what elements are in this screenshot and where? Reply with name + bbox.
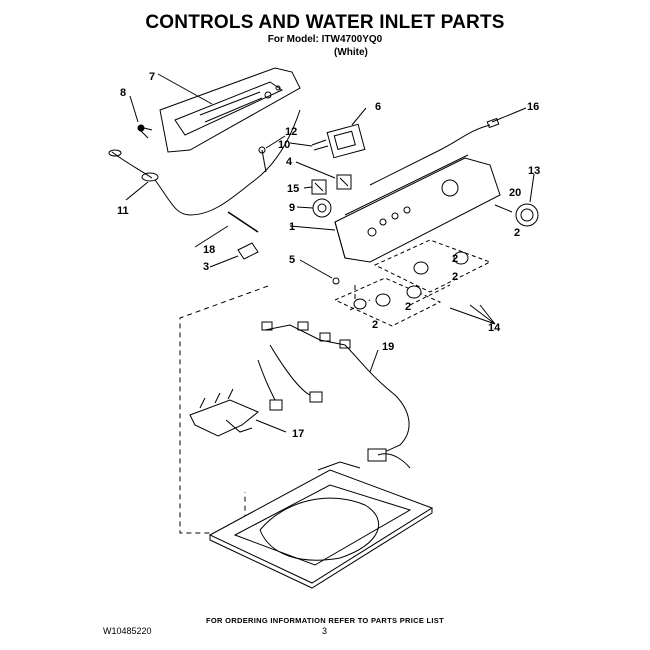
wire-cord xyxy=(108,109,301,216)
timer xyxy=(326,123,366,159)
screw-12 xyxy=(258,146,267,173)
spring-20 xyxy=(494,204,513,213)
switch-4 xyxy=(336,174,352,190)
wire-harness-16 xyxy=(369,117,500,186)
ordering-note: FOR ORDERING INFORMATION REFER TO PARTS … xyxy=(206,616,444,625)
leader-14 xyxy=(449,304,496,325)
callout-9: 9 xyxy=(289,202,295,214)
rotary-switch-9 xyxy=(312,198,332,218)
console xyxy=(334,154,501,263)
console-rear-panel xyxy=(159,67,301,153)
leader-lines xyxy=(125,73,535,433)
screws-10 xyxy=(311,139,329,151)
callout-labels: 7 8 11 12 6 10 16 4 15 9 1 13 20 2 18 3 … xyxy=(117,71,540,440)
water-inlet-valve xyxy=(189,388,259,437)
callout-17: 17 xyxy=(292,428,304,440)
callout-19: 19 xyxy=(382,341,394,353)
callout-2-knob-b: 2 xyxy=(452,271,458,283)
switch-15 xyxy=(311,179,327,195)
callout-4: 4 xyxy=(286,156,293,168)
callout-2-knob-d: 2 xyxy=(372,319,378,331)
knob-group xyxy=(333,239,492,327)
model-number: For Model: ITW4700YQ0 xyxy=(267,34,383,45)
callout-2-knob-c: 2 xyxy=(405,301,411,313)
callout-10: 10 xyxy=(278,139,290,151)
callout-18: 18 xyxy=(203,244,215,256)
page-title: CONTROLS AND WATER INLET PARTS xyxy=(145,12,505,33)
callout-7: 7 xyxy=(149,71,155,83)
callout-20: 20 xyxy=(509,187,521,199)
callout-5: 5 xyxy=(289,254,295,266)
callout-12: 12 xyxy=(285,126,297,138)
callout-8: 8 xyxy=(120,87,126,99)
callout-1: 1 xyxy=(289,221,295,233)
tie-rod xyxy=(227,211,259,233)
washer-top-frame xyxy=(208,461,434,589)
knob-13 xyxy=(515,203,539,227)
callout-11: 11 xyxy=(117,205,129,217)
knobs xyxy=(353,251,469,310)
callout-2-knob: 2 xyxy=(514,227,520,239)
callout-13: 13 xyxy=(528,165,540,177)
callout-6: 6 xyxy=(375,101,381,113)
callout-3: 3 xyxy=(203,261,209,273)
callout-16: 16 xyxy=(527,101,539,113)
callout-15: 15 xyxy=(287,183,299,195)
page-number: 3 xyxy=(322,626,328,636)
model-color: (White) xyxy=(334,47,368,58)
screw-5 xyxy=(332,277,340,285)
clip xyxy=(237,242,259,260)
callout-2-knob-e: 2 xyxy=(452,253,458,265)
wire-harness-19 xyxy=(257,321,411,469)
callout-14: 14 xyxy=(488,322,501,334)
document-number: W10485220 xyxy=(103,626,152,636)
